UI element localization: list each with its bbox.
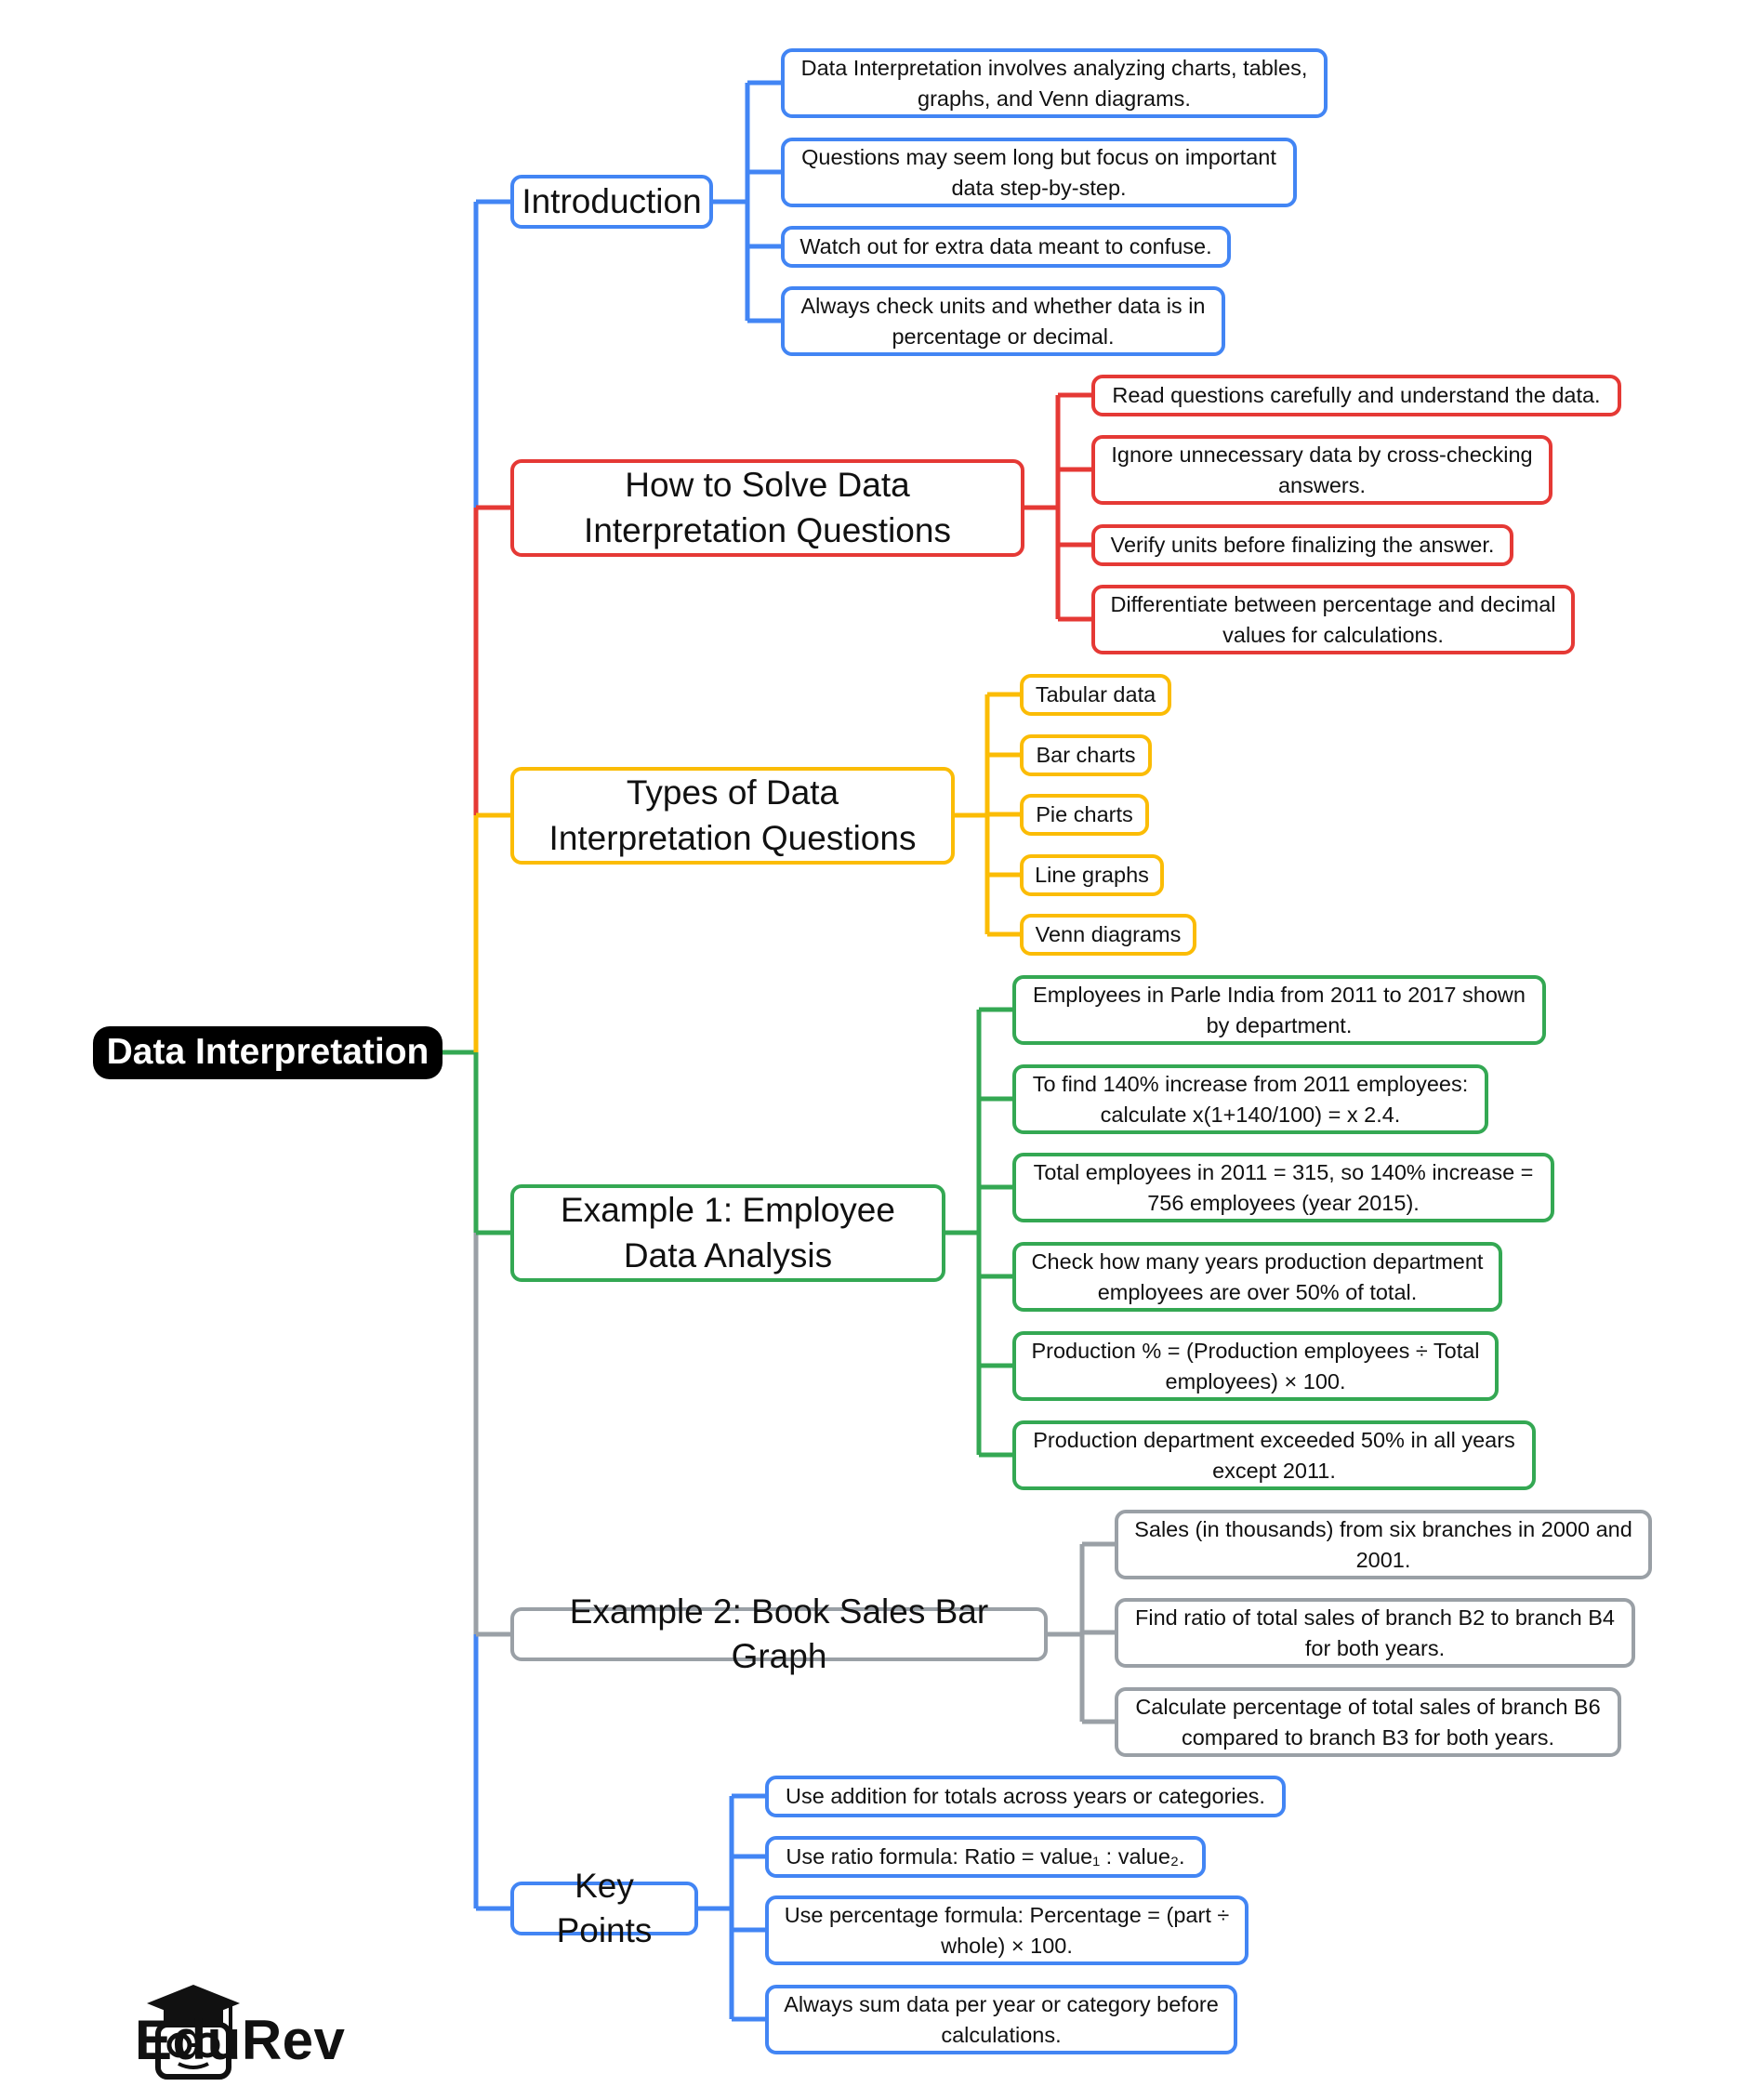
leaf-types-3: Pie charts — [1020, 794, 1149, 836]
leaf-introduction-1: Data Interpretation involves analyzing c… — [781, 48, 1328, 118]
branch-example-1: Example 1: Employee Data Analysis — [510, 1184, 945, 1282]
leaf-key-points-2: Use ratio formula: Ratio = value₁ : valu… — [765, 1836, 1206, 1878]
leaf-example-1-1: Employees in Parle India from 2011 to 20… — [1012, 975, 1546, 1045]
graduation-cap-mascot-icon — [147, 1985, 240, 2080]
leaf-types-2: Bar charts — [1020, 734, 1152, 776]
leaf-types-4: Line graphs — [1020, 854, 1164, 896]
edurev-logo-text: EduRev — [135, 2009, 346, 2071]
leaf-types-5: Venn diagrams — [1020, 914, 1196, 956]
leaf-how-to-solve-4: Differentiate between percentage and dec… — [1091, 585, 1575, 654]
leaf-how-to-solve-3: Verify units before finalizing the answe… — [1091, 524, 1513, 566]
leaf-example-1-2: To find 140% increase from 2011 employee… — [1012, 1064, 1488, 1134]
leaf-how-to-solve-2: Ignore unnecessary data by cross-checkin… — [1091, 435, 1552, 505]
branch-how-to-solve: How to Solve Data Interpretation Questio… — [510, 459, 1024, 557]
branch-example-2: Example 2: Book Sales Bar Graph — [510, 1592, 1048, 1675]
leaf-how-to-solve-1: Read questions carefully and understand … — [1091, 375, 1621, 416]
leaf-example-1-3: Total employees in 2011 = 315, so 140% i… — [1012, 1153, 1554, 1222]
root-node: Data Interpretation — [93, 1026, 443, 1079]
leaf-example-2-3: Calculate percentage of total sales of b… — [1115, 1687, 1621, 1757]
leaf-example-2-1: Sales (in thousands) from six branches i… — [1115, 1510, 1652, 1579]
leaf-key-points-3: Use percentage formula: Percentage = (pa… — [765, 1895, 1249, 1965]
root-label: Data Interpretation — [106, 1032, 429, 1073]
branch-introduction: Introduction — [510, 175, 713, 229]
leaf-example-2-2: Find ratio of total sales of branch B2 t… — [1115, 1598, 1635, 1668]
leaf-key-points-1: Use addition for totals across years or … — [765, 1776, 1286, 1817]
leaf-example-1-6: Production department exceeded 50% in al… — [1012, 1420, 1536, 1490]
leaf-types-1: Tabular data — [1020, 674, 1171, 716]
leaf-introduction-4: Always check units and whether data is i… — [781, 286, 1225, 356]
branch-types: Types of Data Interpretation Questions — [510, 767, 955, 865]
leaf-introduction-2: Questions may seem long but focus on imp… — [781, 138, 1297, 207]
branch-key-points: Key Points — [510, 1867, 698, 1949]
leaf-example-1-4: Check how many years production departme… — [1012, 1242, 1502, 1312]
leaf-key-points-4: Always sum data per year or category bef… — [765, 1985, 1237, 2054]
leaf-example-1-5: Production % = (Production employees ÷ T… — [1012, 1331, 1499, 1401]
leaf-introduction-3: Watch out for extra data meant to confus… — [781, 226, 1231, 268]
